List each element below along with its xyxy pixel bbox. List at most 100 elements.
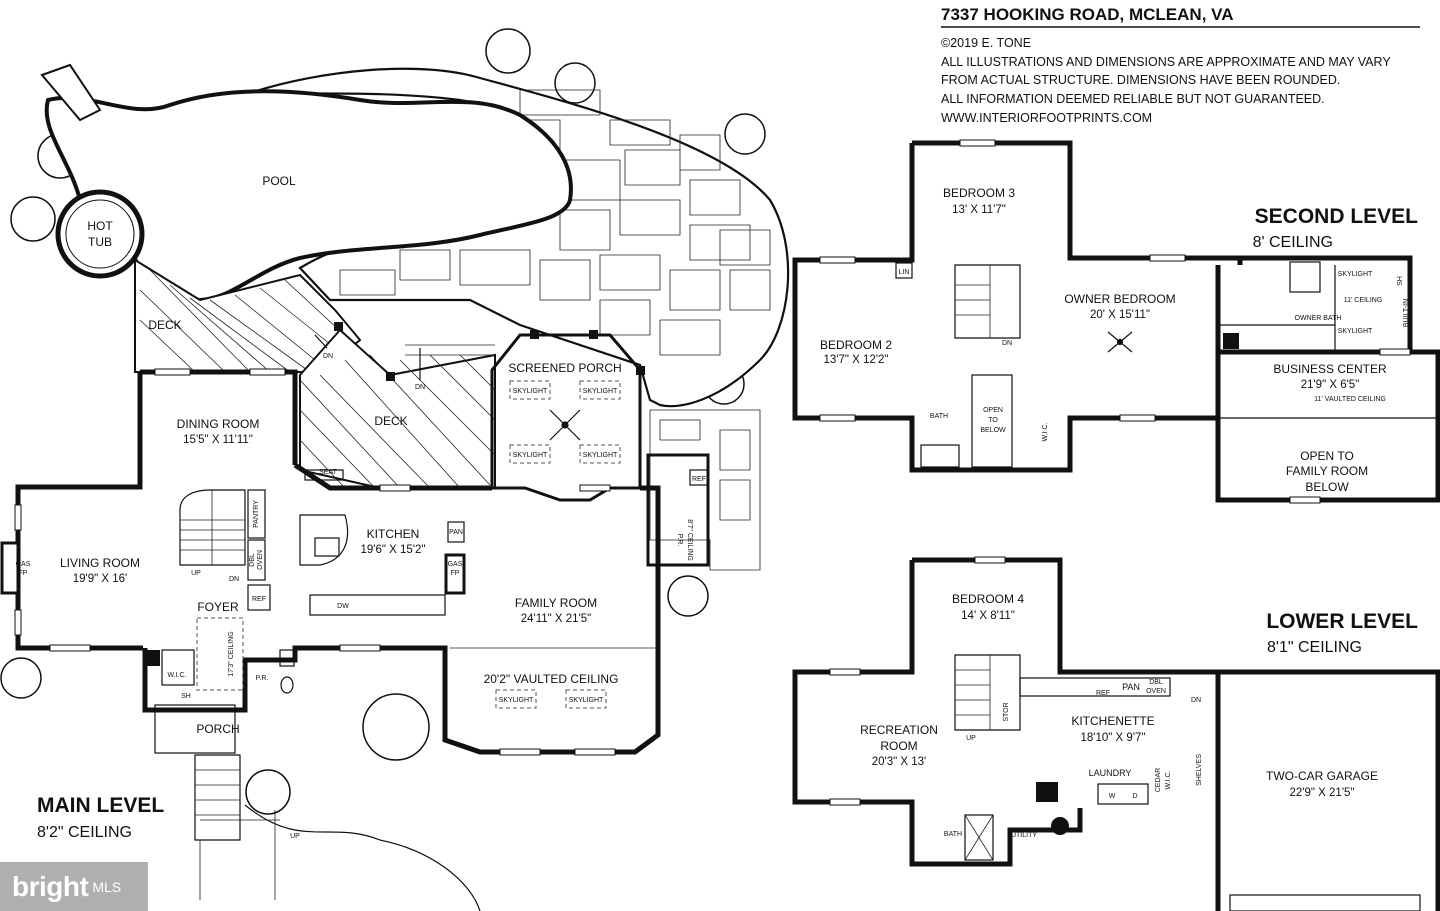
family-fireplace bbox=[444, 553, 466, 595]
copyright: ©2019 E. TONE bbox=[941, 36, 1031, 50]
dbl-oven bbox=[247, 539, 266, 581]
living-fireplace-label-1: GAS bbox=[16, 561, 31, 568]
bedroom-3-name: BEDROOM 3 bbox=[943, 186, 1015, 200]
open-family-1: OPEN TO bbox=[1300, 449, 1354, 463]
property-address: 7337 HOOKING ROAD, MCLEAN, VA bbox=[941, 5, 1234, 24]
hot-tub-label-1: HOT bbox=[87, 219, 113, 233]
windows-second bbox=[819, 139, 1411, 504]
business-center-dim: 21'9" X 6'5" bbox=[1301, 379, 1360, 391]
lower-stair bbox=[954, 654, 1021, 731]
owner-bath-ceiling: 11' CEILING bbox=[1344, 297, 1383, 304]
dbl-oven-label-1: DBL bbox=[249, 553, 256, 567]
lower-dn-label: DN bbox=[1191, 697, 1201, 704]
skylight-label: SKYLIGHT bbox=[513, 388, 548, 395]
second-level-ceiling: 8' CEILING bbox=[1253, 234, 1333, 251]
kitchen-island bbox=[299, 514, 349, 566]
kitchen-counter bbox=[309, 594, 446, 616]
pan bbox=[447, 521, 465, 543]
ref2-label: REF bbox=[692, 476, 706, 483]
owner-bedroom-dim: 20' X 15'11" bbox=[1090, 309, 1150, 321]
recreation-name-1: RECREATION bbox=[860, 723, 938, 737]
open-below-2: TO bbox=[988, 417, 998, 424]
main-house-walls bbox=[15, 369, 661, 755]
disclaimer-line-3: ALL INFORMATION DEEMED RELIABLE BUT NOT … bbox=[941, 92, 1325, 106]
steps-up-label: UP bbox=[290, 833, 300, 840]
porch-post bbox=[530, 330, 539, 339]
bedroom-2-dim: 13'7" X 12'2" bbox=[824, 354, 889, 366]
windows-main bbox=[14, 368, 616, 756]
ref bbox=[247, 584, 271, 611]
owner-bath-skylight-2: SKYLIGHT bbox=[1338, 328, 1373, 335]
deck-post bbox=[334, 322, 343, 331]
dryer-label: D bbox=[1132, 793, 1137, 800]
owner-bath-label: OWNER BATH bbox=[1295, 315, 1342, 322]
deck-center-label: DECK bbox=[374, 414, 407, 428]
skylight-label: SKYLIGHT bbox=[583, 452, 618, 459]
disclaimer-line-1: ALL ILLUSTRATIONS AND DIMENSIONS ARE APP… bbox=[941, 55, 1391, 69]
main-level-title: MAIN LEVEL bbox=[37, 794, 164, 817]
open-below-3: BELOW bbox=[980, 427, 1006, 434]
bedroom-4-name: BEDROOM 4 bbox=[952, 592, 1024, 606]
deck-left-label: DECK bbox=[148, 318, 181, 332]
watermark-suffix: MLS bbox=[92, 878, 122, 895]
business-center-name: BUSINESS CENTER bbox=[1273, 362, 1387, 376]
skylight-label: SKYLIGHT bbox=[569, 697, 604, 704]
lower-up-label: UP bbox=[966, 735, 976, 742]
cooktop bbox=[314, 537, 340, 557]
family-room-vaulted: 20'2" VAULTED CEILING bbox=[484, 672, 619, 686]
skylight-label: SKYLIGHT bbox=[513, 452, 548, 459]
windows-lower bbox=[829, 556, 1006, 806]
ceiling-fan-icon bbox=[1107, 331, 1133, 353]
tree-icon bbox=[554, 62, 596, 104]
pantry-label: PANTRY bbox=[253, 500, 260, 528]
family-room-dim: 24'11" X 21'5" bbox=[521, 613, 592, 625]
skylight-label: SKYLIGHT bbox=[499, 697, 534, 704]
owner-bath-built-in: BUILT-IN bbox=[1403, 299, 1410, 327]
kitchenette-ref: REF bbox=[1096, 690, 1110, 697]
garage-dim: 22'9" X 21'5" bbox=[1290, 787, 1355, 799]
second-level-walls bbox=[792, 140, 1440, 503]
garage-door bbox=[1229, 894, 1421, 911]
water-heater-icon bbox=[1036, 782, 1058, 802]
deck-dn-label-1: DN bbox=[323, 353, 333, 360]
website-link[interactable]: WWW.INTERIORFOOTPRINTS.COM bbox=[941, 111, 1152, 125]
kitchenette-dbl: DBL bbox=[1149, 679, 1163, 686]
tree-icon bbox=[362, 693, 430, 761]
tree-icon bbox=[0, 657, 42, 699]
seat-bench bbox=[304, 469, 344, 481]
lin-label: LIN bbox=[899, 269, 910, 276]
family-fireplace-label-1: GAS bbox=[448, 561, 463, 568]
header-block: 7337 HOOKING ROAD, MCLEAN, VA ©2019 E. T… bbox=[941, 5, 1420, 125]
lower-level-title: LOWER LEVEL bbox=[1266, 610, 1418, 633]
furnace-icon bbox=[1051, 817, 1069, 835]
shelves-label: SHELVES bbox=[1196, 754, 1203, 786]
utility-label: UTILITY bbox=[1011, 832, 1037, 839]
porch-label: PORCH bbox=[196, 722, 239, 736]
pr-label: P.R. bbox=[256, 675, 269, 682]
screened-porch-walls bbox=[490, 333, 642, 502]
dining-room-name: DINING ROOM bbox=[177, 417, 260, 431]
hot-tub-label-2: TUB bbox=[88, 235, 112, 249]
kitchenette-name: KITCHENETTE bbox=[1071, 714, 1154, 728]
ceiling-fan-icon bbox=[549, 409, 581, 441]
stair-up-label: UP bbox=[191, 570, 201, 577]
washer-label: W bbox=[1109, 793, 1116, 800]
porch bbox=[154, 704, 236, 754]
pr-ceiling-label-2: 8'7" CEILING bbox=[686, 519, 693, 561]
family-fireplace-label-2: FP bbox=[451, 570, 460, 577]
bedroom-2-name: BEDROOM 2 bbox=[820, 338, 892, 352]
family-room-name: FAMILY ROOM bbox=[515, 596, 597, 610]
arrow-icon bbox=[314, 334, 328, 349]
owner-bath-sh: SH bbox=[1397, 276, 1404, 286]
cedar-label: CEDAR bbox=[1155, 768, 1162, 793]
deck-post bbox=[386, 372, 395, 381]
recreation-name-2: ROOM bbox=[880, 739, 917, 753]
seat-label: SEAT bbox=[319, 469, 337, 476]
main-stair bbox=[179, 489, 246, 566]
pool-steps bbox=[40, 63, 102, 122]
kitchenette-oven: OVEN bbox=[1146, 688, 1166, 695]
kitchenette-pan: PAN bbox=[1122, 682, 1140, 692]
walkway bbox=[244, 804, 481, 911]
second-level-title: SECOND LEVEL bbox=[1255, 205, 1419, 228]
pan-label: PAN bbox=[449, 529, 463, 536]
